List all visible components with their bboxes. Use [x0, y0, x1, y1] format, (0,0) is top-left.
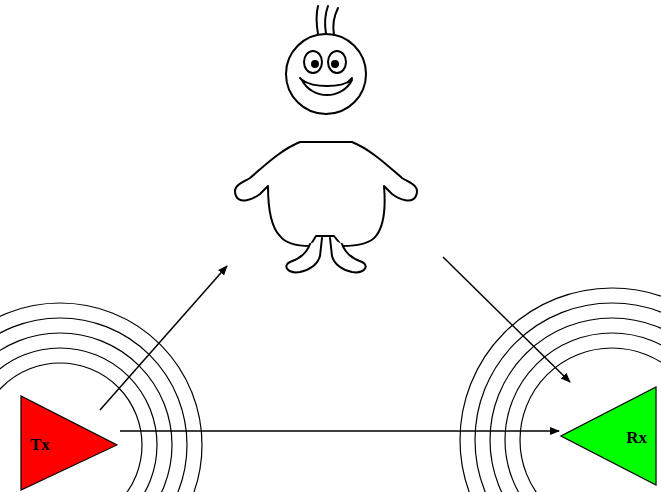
- person-figure: [235, 6, 417, 272]
- reflection-path: [100, 257, 570, 410]
- direct-path-arrow: [120, 430, 559, 432]
- node-label: Tx: [30, 435, 50, 455]
- node-label: Rx: [626, 428, 647, 448]
- transmitter-triangle: Tx: [20, 395, 118, 491]
- wave-arcs: [0, 288, 661, 492]
- receiver-triangle: Rx: [560, 386, 657, 486]
